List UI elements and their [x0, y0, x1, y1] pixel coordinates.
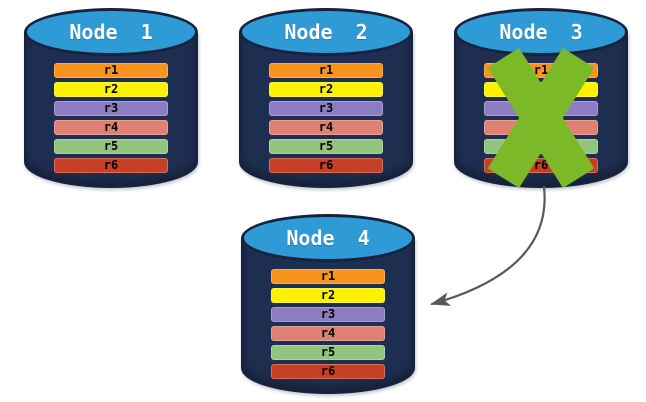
node-2: Node 2 r1 r2 r3 r4 r5 r6 — [239, 8, 413, 188]
node-3-row-r1: r1 — [484, 63, 598, 78]
node-3: Node 3 r1 r2 r3 r4 r5 r6 — [454, 8, 628, 188]
node-1-rows: r1 r2 r3 r4 r5 r6 — [54, 63, 168, 173]
node-2-row-r3: r3 — [269, 101, 383, 116]
replication-arrow — [430, 185, 546, 306]
node-2-cylinder-top: Node 2 — [239, 8, 413, 56]
node-1: Node 1 r1 r2 r3 r4 r5 r6 — [24, 8, 198, 188]
node-2-rows: r1 r2 r3 r4 r5 r6 — [269, 63, 383, 173]
node-4-cylinder-top: Node 4 — [241, 214, 415, 262]
node-3-row-r4: r4 — [484, 120, 598, 135]
node-3-title: Node 3 — [499, 20, 583, 44]
node-1-row-r6: r6 — [54, 158, 168, 173]
node-4-row-r2: r2 — [271, 288, 385, 303]
node-2-row-r1: r1 — [269, 63, 383, 78]
node-4-row-r1: r1 — [271, 269, 385, 284]
node-1-row-r4: r4 — [54, 120, 168, 135]
node-2-row-r2: r2 — [269, 82, 383, 97]
node-2-row-r4: r4 — [269, 120, 383, 135]
node-4-row-r5: r5 — [271, 345, 385, 360]
node-1-row-r1: r1 — [54, 63, 168, 78]
node-3-cylinder-top: Node 3 — [454, 8, 628, 56]
node-3-row-r3: r3 — [484, 101, 598, 116]
node-3-row-r2: r2 — [484, 82, 598, 97]
node-4-row-r4: r4 — [271, 326, 385, 341]
node-4-row-r6: r6 — [271, 364, 385, 379]
node-1-row-r5: r5 — [54, 139, 168, 154]
node-4-rows: r1 r2 r3 r4 r5 r6 — [271, 269, 385, 379]
node-1-row-r3: r3 — [54, 101, 168, 116]
node-3-row-r6: r6 — [484, 158, 598, 173]
node-4-title: Node 4 — [286, 226, 370, 250]
node-4: Node 4 r1 r2 r3 r4 r5 r6 — [241, 214, 415, 394]
node-2-row-r6: r6 — [269, 158, 383, 173]
node-1-row-r2: r2 — [54, 82, 168, 97]
node-3-rows: r1 r2 r3 r4 r5 r6 — [484, 63, 598, 173]
node-1-title: Node 1 — [69, 20, 153, 44]
node-4-row-r3: r3 — [271, 307, 385, 322]
node-3-row-r5: r5 — [484, 139, 598, 154]
node-2-title: Node 2 — [284, 20, 368, 44]
node-2-row-r5: r5 — [269, 139, 383, 154]
node-1-cylinder-top: Node 1 — [24, 8, 198, 56]
